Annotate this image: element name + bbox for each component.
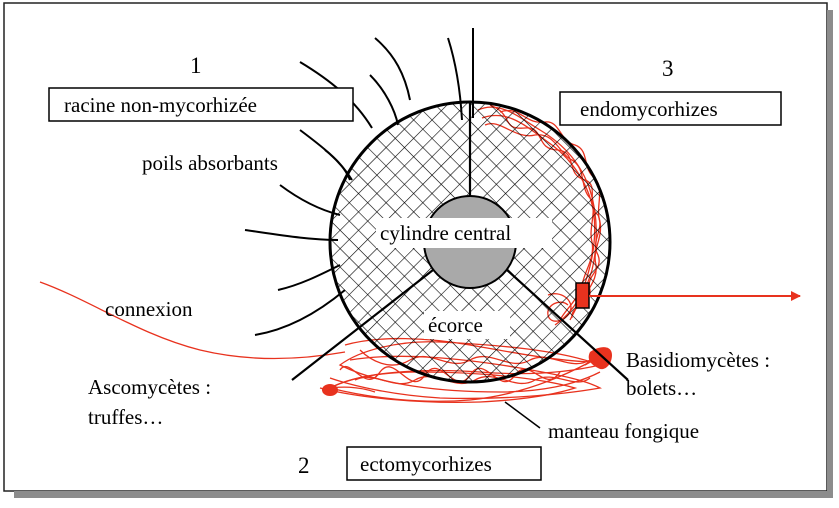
frame-shadow-right bbox=[827, 10, 833, 498]
label-ascomycetes: Ascomycètes : bbox=[88, 375, 211, 399]
number-two: 2 bbox=[298, 453, 310, 478]
label-truffles: truffes… bbox=[88, 405, 163, 429]
label-boletes: bolets… bbox=[626, 376, 697, 400]
label-central-cylinder: cylindre central bbox=[380, 221, 511, 245]
frame-shadow-bottom bbox=[14, 491, 832, 498]
label-fungal-mantle: manteau fongique bbox=[548, 419, 699, 443]
label-endo: endomycorhizes bbox=[580, 97, 718, 121]
label-non-mycorrhized: racine non-mycorhizée bbox=[64, 93, 257, 117]
label-cortex: écorce bbox=[428, 313, 483, 337]
label-basidiomycetes: Basidiomycètes : bbox=[626, 348, 770, 372]
label-connection: connexion bbox=[105, 297, 193, 321]
number-three: 3 bbox=[662, 56, 674, 81]
label-root-hairs: poils absorbants bbox=[142, 151, 278, 175]
label-ecto: ectomycorhizes bbox=[360, 452, 492, 476]
number-one: 1 bbox=[190, 53, 202, 78]
arbuscule-marker bbox=[576, 283, 589, 308]
truffle-blob bbox=[322, 384, 338, 396]
